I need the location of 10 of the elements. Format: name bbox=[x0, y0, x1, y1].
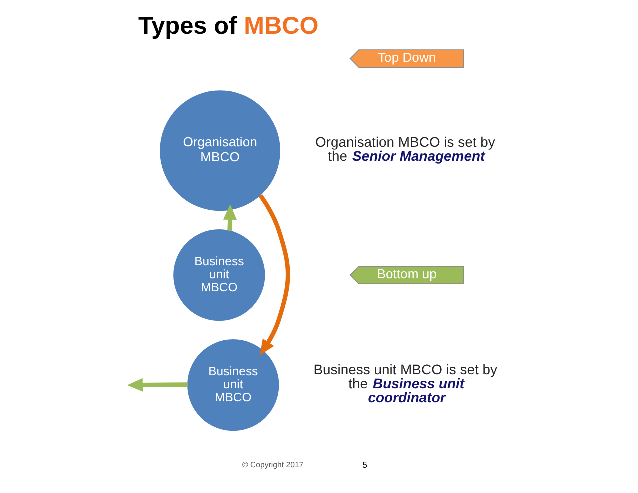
arrow bbox=[222, 204, 237, 231]
node-circle: Business unit MBCO bbox=[173, 229, 265, 322]
node-circle: Organisation MBCO bbox=[160, 90, 280, 212]
label: 5 bbox=[362, 460, 367, 470]
label: Organisation MBCO is set by the Senior Management bbox=[314, 134, 495, 164]
arrow bbox=[128, 378, 188, 392]
label: © Copyright 2017 bbox=[242, 460, 304, 470]
label: Business unit MBCO is set by the Business unit coordinator bbox=[313, 362, 497, 406]
arrow bbox=[258, 194, 290, 356]
diagram-title: Types of MBCO bbox=[138, 12, 318, 40]
